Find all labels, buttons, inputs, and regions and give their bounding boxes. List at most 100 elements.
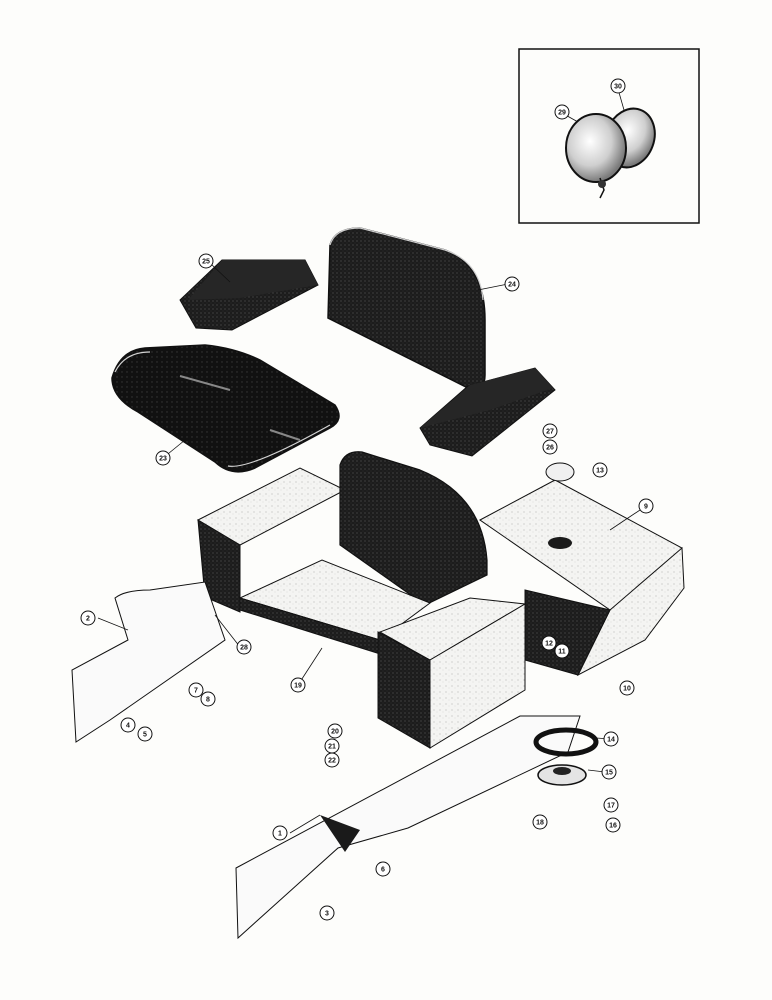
- callout-number: 16: [609, 823, 617, 830]
- callout-circle: [120, 717, 136, 733]
- callout-number: 2: [86, 616, 90, 623]
- callout-29: 29: [554, 104, 570, 120]
- callout-12: 12: [541, 635, 557, 651]
- callout-circle: [638, 498, 654, 514]
- left-arm-pad: [179, 259, 319, 331]
- callout-number: 8: [206, 697, 210, 704]
- seat-box-assembly: [196, 451, 685, 749]
- callout-number: 22: [328, 758, 336, 765]
- callout-20: 20: [327, 723, 343, 739]
- callout-circle: [188, 682, 204, 698]
- callout-14: 14: [603, 731, 619, 747]
- callout-25: 25: [198, 253, 214, 269]
- callout-5: 5: [137, 726, 153, 742]
- callout-circle: [541, 635, 557, 651]
- callout-number: 6: [381, 867, 385, 874]
- callout-number: 10: [623, 686, 631, 693]
- callout-circle: [375, 861, 391, 877]
- callout-number: 11: [558, 649, 566, 656]
- callout-circle: [603, 797, 619, 813]
- main-floor-plate: [235, 715, 581, 940]
- callout-circle: [603, 731, 619, 747]
- right-arm-pad: [419, 367, 556, 457]
- callout-number: 14: [607, 737, 615, 744]
- seat-back: [327, 227, 486, 390]
- callout-circle: [319, 905, 335, 921]
- callout-7: 7: [188, 682, 204, 698]
- callout-circle: [290, 677, 306, 693]
- callout-18: 18: [532, 814, 548, 830]
- callout-circle: [554, 104, 570, 120]
- callout-6: 6: [375, 861, 391, 877]
- callout-circle: [504, 276, 520, 292]
- callout-3: 3: [319, 905, 335, 921]
- callout-27: 27: [542, 423, 558, 439]
- callout-circle: [198, 253, 214, 269]
- callout-circle: [236, 639, 252, 655]
- callout-13: 13: [592, 462, 608, 478]
- callout-number: 3: [325, 911, 329, 918]
- callout-circle: [619, 680, 635, 696]
- callout-17: 17: [603, 797, 619, 813]
- seat-cushion: [111, 344, 340, 473]
- callout-24: 24: [504, 276, 520, 292]
- callout-number: 27: [546, 429, 554, 436]
- inset-frame: [518, 48, 700, 224]
- callout-circle: [592, 462, 608, 478]
- callout-number: 19: [294, 683, 302, 690]
- callout-26: 26: [542, 439, 558, 455]
- callout-2: 2: [80, 610, 96, 626]
- callout-4: 4: [120, 717, 136, 733]
- filler-flange: [537, 764, 587, 786]
- callout-circle: [200, 691, 216, 707]
- flood-lamp-assembly: [565, 107, 656, 199]
- fuel-cap: [545, 462, 575, 482]
- callout-28: 28: [236, 639, 252, 655]
- callout-22: 22: [324, 752, 340, 768]
- callout-circle: [532, 814, 548, 830]
- callout-number: 13: [596, 468, 604, 475]
- callout-11: 11: [554, 643, 570, 659]
- callout-19: 19: [290, 677, 306, 693]
- callout-circle: [155, 450, 171, 466]
- callout-circle: [137, 726, 153, 742]
- left-floor-plate: [71, 581, 226, 743]
- callout-number: 7: [194, 688, 198, 695]
- callout-number: 12: [545, 641, 553, 648]
- callout-10: 10: [619, 680, 635, 696]
- callout-number: 30: [614, 84, 622, 91]
- callout-9: 9: [638, 498, 654, 514]
- callout-number: 17: [607, 803, 615, 810]
- callout-number: 1: [278, 831, 282, 838]
- callout-number: 9: [644, 504, 648, 511]
- callout-number: 26: [546, 445, 554, 452]
- callout-number: 15: [605, 770, 613, 777]
- callout-30: 30: [610, 78, 626, 94]
- callout-number: 4: [126, 723, 130, 730]
- callout-number: 29: [558, 110, 566, 117]
- callout-circle: [554, 643, 570, 659]
- callout-21: 21: [324, 738, 340, 754]
- callout-circle: [610, 78, 626, 94]
- callout-number: 20: [331, 729, 339, 736]
- callout-circle: [605, 817, 621, 833]
- callout-8: 8: [200, 691, 216, 707]
- callout-number: 23: [159, 456, 167, 463]
- callout-number: 18: [536, 820, 544, 827]
- callout-number: 25: [202, 259, 210, 266]
- callout-23: 23: [155, 450, 171, 466]
- callout-number: 24: [508, 282, 516, 289]
- callout-layer: 1234567891011121314151617181920212223242…: [80, 78, 654, 921]
- callout-number: 21: [328, 744, 336, 751]
- callout-16: 16: [605, 817, 621, 833]
- callout-circle: [324, 752, 340, 768]
- callout-circle: [327, 723, 343, 739]
- callout-circle: [542, 423, 558, 439]
- callout-1: 1: [272, 825, 288, 841]
- callout-circle: [80, 610, 96, 626]
- callout-circle: [542, 439, 558, 455]
- gasket: [533, 727, 599, 757]
- callout-circle: [272, 825, 288, 841]
